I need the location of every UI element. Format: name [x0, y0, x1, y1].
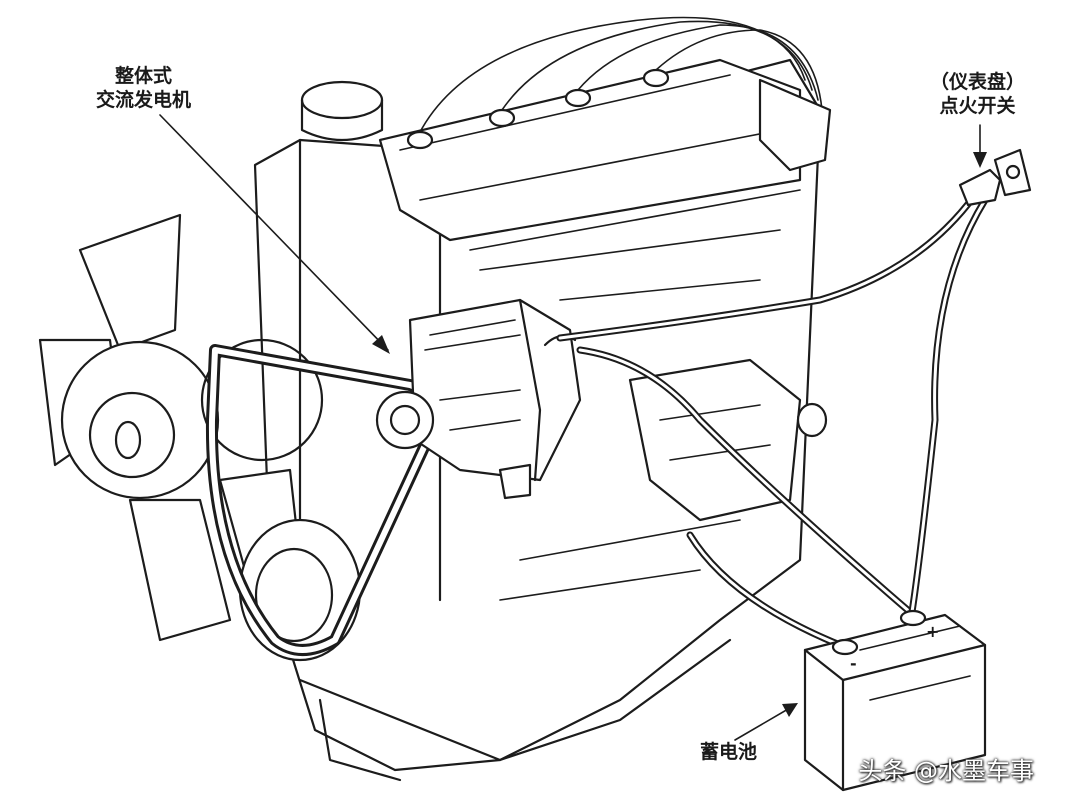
wiring-harness: [556, 191, 989, 649]
ignition-switch: [958, 148, 1032, 207]
battery-pointer-arrow: [734, 703, 798, 741]
valve-cover: [378, 58, 802, 242]
spark-plug-caps: [406, 68, 670, 150]
battery-label: 蓄电池: [700, 741, 758, 763]
oil-filler-cap: [300, 80, 384, 142]
battery-positive-sign: +: [926, 622, 940, 641]
watermark: 头条 @水墨车事: [858, 757, 1034, 785]
ignition-label-line2: 点火开关: [939, 95, 1016, 117]
alternator-label: 整体式 交流发电机: [96, 64, 191, 112]
alternator: [375, 298, 582, 500]
ignition-label-line1: （仪表盘）: [930, 71, 1026, 93]
alternator-label-line2: 交流发电机: [96, 89, 192, 111]
battery-negative-sign: -: [850, 654, 857, 673]
alternator-label-line1: 整体式: [115, 65, 173, 87]
alternator-pointer-arrow: [159, 114, 390, 354]
ignition-leads: [419, 16, 823, 133]
ignition-pointer-arrow: [973, 124, 987, 168]
ignition-switch-label: （仪表盘） 点火开关: [930, 70, 1025, 118]
battery: [803, 609, 987, 792]
distributor: [758, 78, 832, 172]
